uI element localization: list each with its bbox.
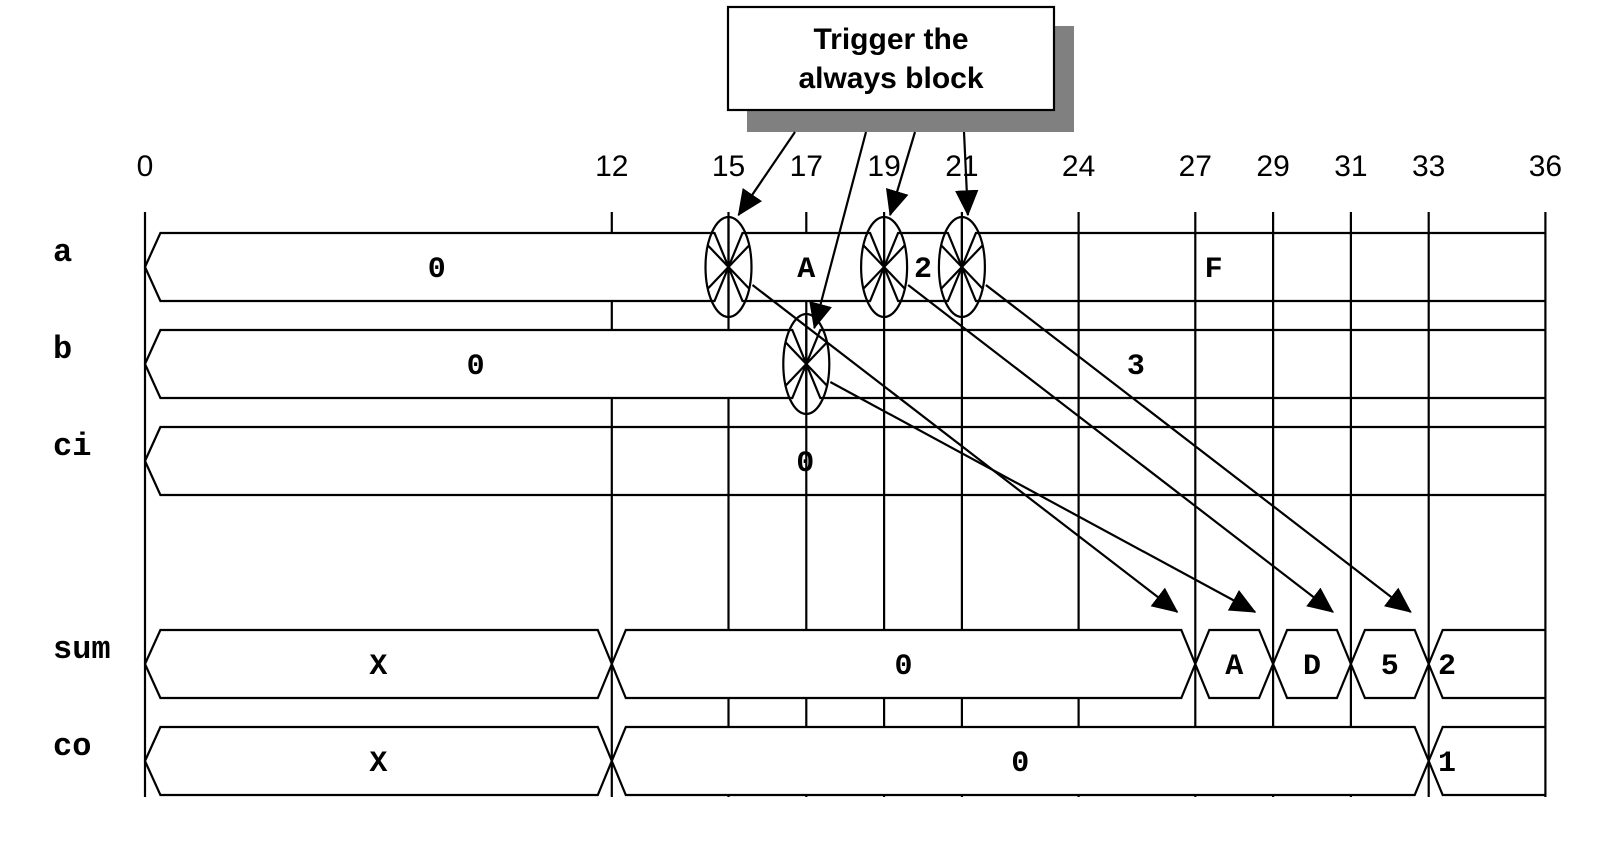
segment-value-sum-5: 2: [1438, 650, 1456, 684]
signal-name-b: b: [53, 331, 72, 368]
propagation-arrow-21-to-33: [985, 284, 1412, 613]
tick-label-17: 17: [790, 150, 823, 183]
segment-value-b-1: 3: [1127, 350, 1145, 384]
callout-line-1: Trigger the: [813, 23, 968, 56]
event-marker-a-15: [704, 215, 753, 319]
segment-value-sum-3: D: [1303, 650, 1321, 684]
segment-value-co-0: X: [369, 747, 387, 781]
propagation-arrow-17-to-29: [829, 381, 1257, 613]
callout-box: [726, 5, 1056, 112]
segment-value-sum-0: X: [369, 650, 387, 684]
segment-co-2: [1427, 725, 1546, 797]
callout-pointer-21: [955, 131, 979, 217]
callout-pointer-19: [885, 131, 917, 217]
tick-label-12: 12: [595, 150, 628, 183]
segment-value-ci-0: 0: [796, 447, 814, 481]
segment-value-b-0: 0: [467, 350, 485, 384]
segment-a-3: [960, 231, 1546, 303]
segment-value-sum-4: 5: [1381, 650, 1399, 684]
tick-label-33: 33: [1412, 150, 1445, 183]
tick-label-0: 0: [137, 150, 154, 183]
segment-sum-5: [1427, 628, 1546, 700]
tick-label-27: 27: [1179, 150, 1212, 183]
segment-value-co-1: 0: [1011, 747, 1029, 781]
callout-pointer-17: [809, 131, 868, 330]
propagation-arrow-19-to-31: [907, 284, 1334, 613]
segment-value-a-2: 2: [914, 253, 932, 287]
segment-ci-0: [143, 425, 1546, 497]
tick-label-36: 36: [1529, 150, 1562, 183]
signal-name-co: co: [53, 728, 91, 765]
segment-value-a-1: A: [797, 253, 815, 287]
event-marker-b-17: [782, 312, 831, 416]
tick-label-15: 15: [712, 150, 745, 183]
signal-row-sum: X 0 A D 5 2: [143, 628, 1546, 700]
callout-line-2: always block: [798, 62, 983, 95]
signal-name-ci: ci: [53, 428, 91, 465]
tick-label-29: 29: [1256, 150, 1289, 183]
callout-pointer-15: [737, 131, 796, 217]
segment-value-a-3: F: [1205, 253, 1223, 287]
segment-value-a-0: 0: [428, 253, 446, 287]
event-marker-a-21: [937, 215, 987, 319]
segment-b-1: [805, 328, 1546, 400]
event-marker-a-19: [859, 215, 909, 319]
event-markers: [704, 215, 987, 416]
segment-value-co-2: 1: [1438, 747, 1456, 781]
signal-name-a: a: [53, 234, 72, 271]
propagation-arrow-15-to-27: [751, 284, 1179, 613]
signal-name-column: a b ci sum co: [53, 234, 111, 765]
tick-label-31: 31: [1334, 150, 1367, 183]
trigger-callout: Trigger the always block: [726, 5, 1074, 132]
propagation-arrows: [751, 284, 1412, 613]
time-axis-labels: 0 12 15 17 19 21 24 27 29 31 33 36: [137, 150, 1562, 183]
segment-value-sum-1: 0: [895, 650, 913, 684]
callout-pointers: [737, 131, 979, 330]
signal-row-ci: 0: [143, 425, 1546, 497]
tick-label-24: 24: [1062, 150, 1095, 183]
tick-label-21: 21: [945, 150, 978, 183]
tick-label-19: 19: [867, 150, 900, 183]
signal-row-co: X 0 1: [143, 725, 1546, 797]
segment-value-sum-2: A: [1225, 650, 1243, 684]
signal-row-a: 0 A 2 F: [143, 231, 1546, 303]
signal-name-sum: sum: [53, 631, 111, 668]
